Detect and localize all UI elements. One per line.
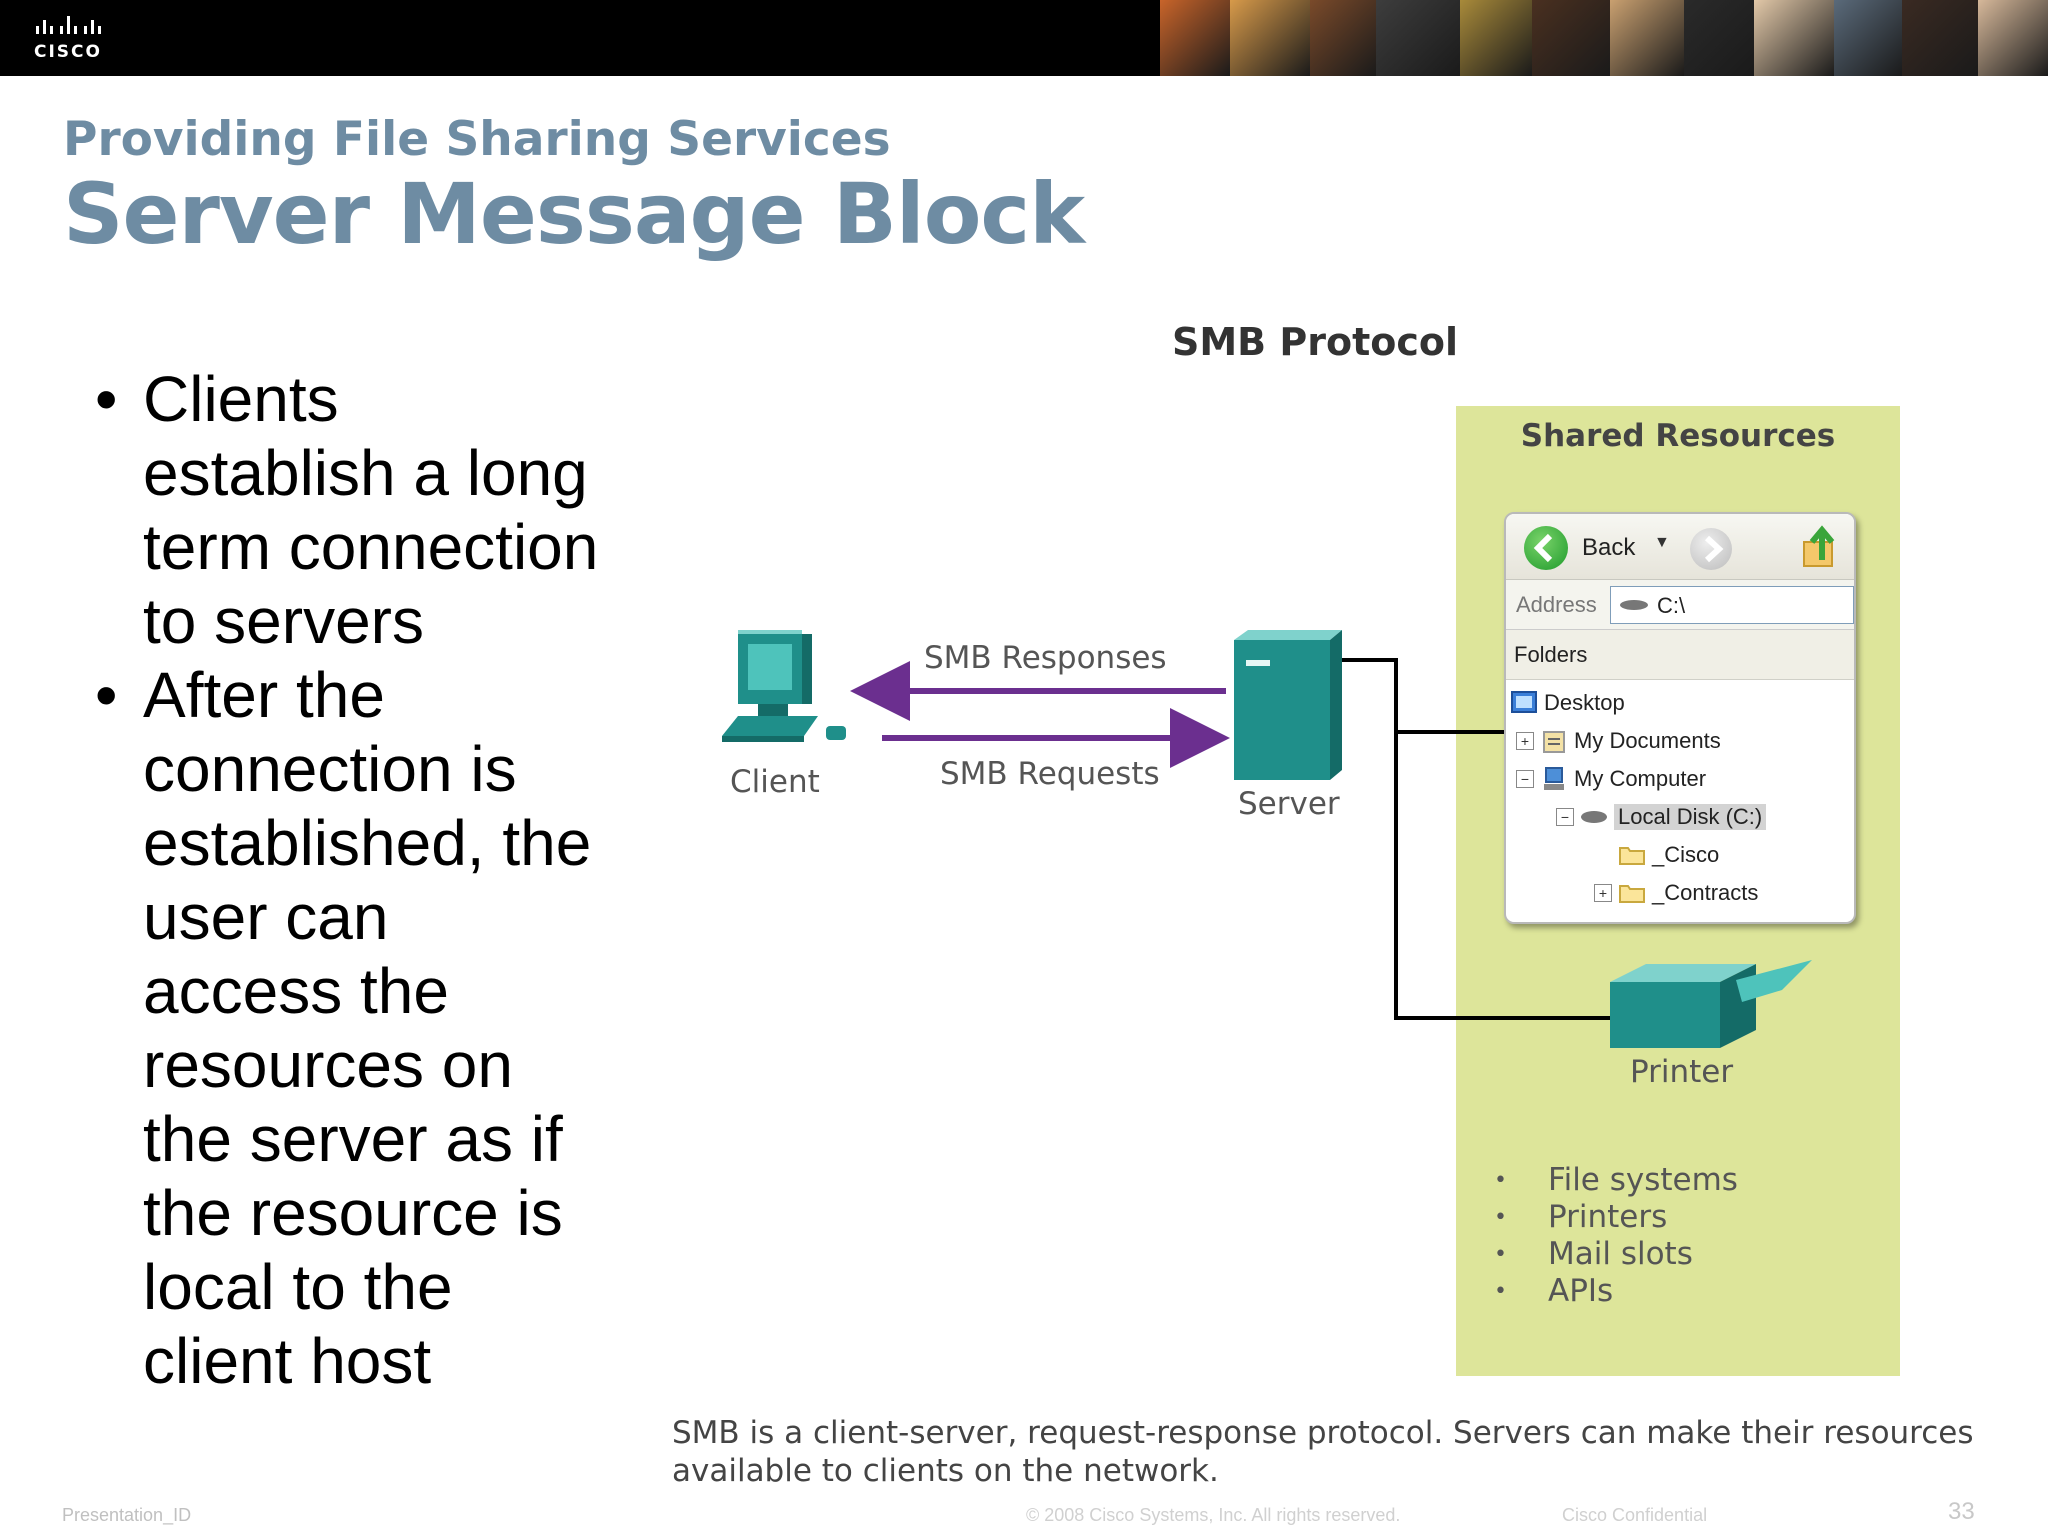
slide-title: Server Message Block xyxy=(63,165,1085,263)
header-photo xyxy=(1754,0,1834,76)
computer-icon xyxy=(1544,767,1564,790)
header-photo xyxy=(1684,0,1754,76)
tree-item-label: _Contracts xyxy=(1652,880,1759,905)
back-button-label[interactable]: Back xyxy=(1582,534,1636,561)
header-photo xyxy=(1532,0,1610,76)
resource-label: Printers xyxy=(1548,1199,1668,1235)
documents-folder-icon xyxy=(1543,731,1565,753)
cisco-logo: CISCO xyxy=(30,14,120,64)
folder-icon xyxy=(1619,847,1645,865)
header-photo xyxy=(1160,0,1230,76)
server-icon xyxy=(1234,630,1342,780)
desktop-icon xyxy=(1511,691,1537,713)
footer-copyright: © 2008 Cisco Systems, Inc. All rights re… xyxy=(1026,1505,1401,1525)
collapse-minus-icon[interactable]: − xyxy=(1556,808,1574,826)
printer-icon xyxy=(1610,960,1812,1048)
disk-icon xyxy=(1581,811,1607,823)
expand-plus-icon[interactable]: + xyxy=(1594,884,1612,902)
resource-item: •Mail slots xyxy=(1494,1236,1693,1272)
address-label: Address xyxy=(1516,592,1597,617)
resource-label: File systems xyxy=(1548,1162,1738,1198)
header-photo xyxy=(1978,0,2048,76)
cisco-bars-icon xyxy=(36,16,101,34)
server-label: Server xyxy=(1238,786,1340,822)
tree-item-label: Local Disk (C:) xyxy=(1614,804,1767,830)
header-photo xyxy=(1230,0,1310,76)
resource-label: APIs xyxy=(1548,1273,1614,1309)
folder-icon xyxy=(1619,885,1645,903)
cisco-wordmark: CISCO xyxy=(34,42,102,62)
tree-item-label: My Computer xyxy=(1574,766,1707,791)
photo-strip xyxy=(1160,0,2048,76)
tree-item-label: Desktop xyxy=(1544,690,1625,715)
footer-presentation-id: Presentation_ID xyxy=(62,1505,192,1525)
address-input[interactable]: C:\ xyxy=(1610,586,1854,624)
header-photo xyxy=(1902,0,1978,76)
resource-item: •APIs xyxy=(1494,1273,1614,1309)
printer-label: Printer xyxy=(1630,1054,1734,1090)
smb-requests-label: SMB Requests xyxy=(940,756,1160,792)
chevron-down-icon[interactable]: ▼ xyxy=(1654,534,1670,551)
header-photo xyxy=(1376,0,1460,76)
folder-up-icon[interactable] xyxy=(1800,524,1840,570)
resource-item: •Printers xyxy=(1494,1199,1668,1235)
explorer-toolbar: Back ▼ xyxy=(1506,514,1854,580)
forward-arrow-icon[interactable] xyxy=(1690,528,1732,570)
tree-item-label: My Documents xyxy=(1574,728,1721,753)
header-photo xyxy=(1310,0,1376,76)
address-row: Address C:\ xyxy=(1506,580,1854,630)
header-photo xyxy=(1610,0,1684,76)
collapse-minus-icon[interactable]: − xyxy=(1516,770,1534,788)
expand-plus-icon[interactable]: + xyxy=(1516,732,1534,750)
header-bar: CISCO xyxy=(0,0,2048,76)
back-arrow-icon[interactable] xyxy=(1524,526,1568,570)
diagram-caption: SMB is a client-server, request-response… xyxy=(672,1415,1974,1489)
smb-responses-label: SMB Responses xyxy=(924,640,1167,676)
diagram-title: SMB Protocol xyxy=(1172,320,1459,364)
resource-item: •File systems xyxy=(1494,1162,1738,1198)
folders-header: Folders xyxy=(1506,630,1854,680)
file-explorer-window: Back ▼ Address C:\ Folders Desktop + My … xyxy=(1504,512,1856,924)
client-computer-icon xyxy=(722,630,846,742)
slide-subtitle: Providing File Sharing Services xyxy=(63,112,891,167)
address-value: C:\ xyxy=(1657,593,1686,618)
resource-label: Mail slots xyxy=(1548,1236,1693,1272)
header-photo xyxy=(1460,0,1532,76)
footer-confidential: Cisco Confidential xyxy=(1562,1505,1708,1525)
client-label: Client xyxy=(730,764,820,800)
header-photo xyxy=(1834,0,1902,76)
folders-label: Folders xyxy=(1514,642,1588,667)
shared-resources-list: •File systems •Printers •Mail slots •API… xyxy=(1490,1162,1738,1310)
shared-resources-title: Shared Resources xyxy=(1520,418,1836,454)
page-number: 33 xyxy=(1948,1498,1975,1525)
disk-icon xyxy=(1620,600,1648,610)
tree-item-label: _Cisco xyxy=(1652,842,1720,867)
